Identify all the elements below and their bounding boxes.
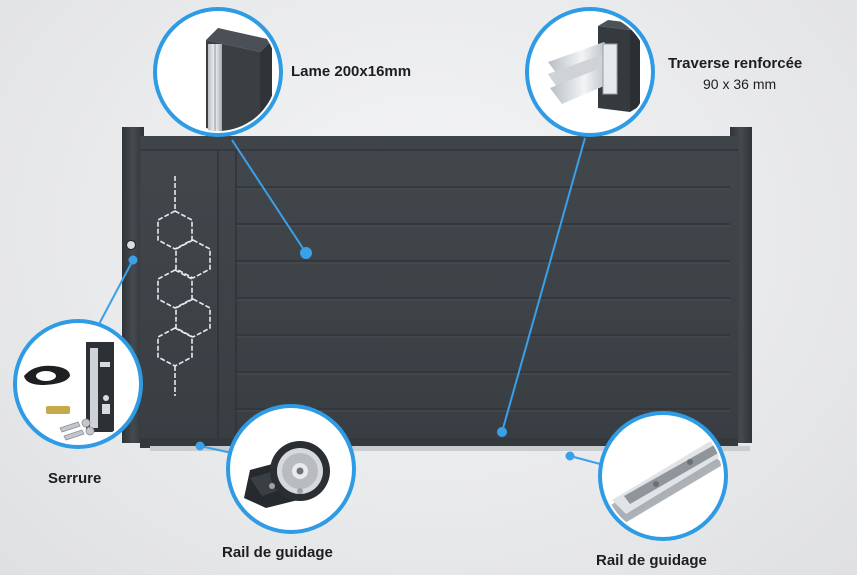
gate-panel: [140, 136, 738, 440]
serrure-label: Serrure: [48, 470, 102, 487]
lock-cylinder-icon: [126, 240, 136, 250]
guide-roller-icon: [244, 441, 330, 508]
aluminium-slat-profile-icon: [206, 28, 272, 131]
bottom-rail: [140, 438, 738, 448]
callout-rail-roller: [226, 404, 356, 534]
lame-label: Lame 200x16mm: [291, 63, 412, 80]
leader-lines: [97, 137, 605, 466]
rail-track-label: Rail de guidage: [596, 552, 707, 569]
top-crossbar: [140, 136, 738, 150]
slat-joints: [236, 186, 730, 410]
galvanized-guide-rail-icon: [604, 440, 722, 526]
callout-traverse: [525, 7, 655, 137]
rail-roller-label: Rail de guidage: [222, 544, 333, 561]
callout-serrure: [13, 319, 143, 449]
gate: [122, 127, 752, 451]
hexagon-pattern-icon: [157, 176, 211, 396]
traverse-dimensions: 90 x 36 mm: [703, 76, 777, 92]
traverse-label: Traverse renforcée: [668, 55, 803, 72]
lock-kit-icon: [24, 342, 114, 441]
callout-lame: [153, 7, 283, 137]
reinforced-crossbar-profile-icon: [548, 20, 640, 112]
callout-rail-track: [598, 411, 728, 541]
